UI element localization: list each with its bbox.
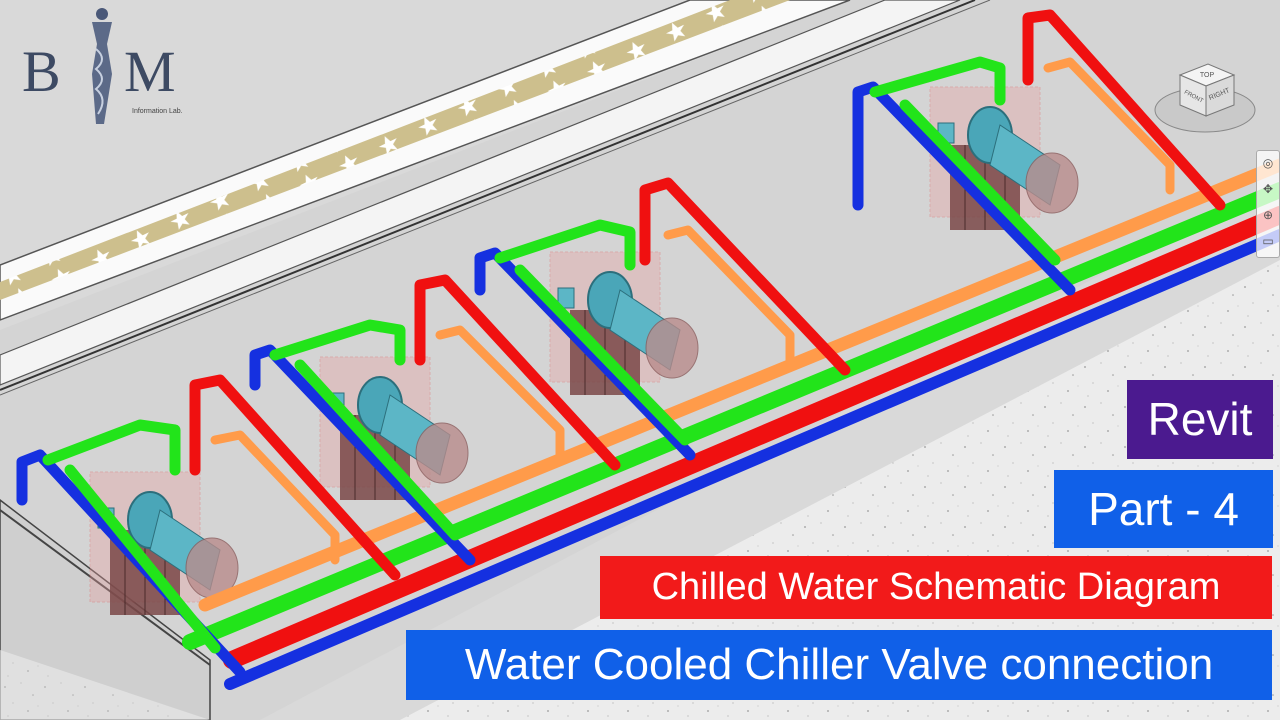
title-water-cooled: Water Cooled Chiller Valve connection (406, 630, 1272, 700)
logo-letter-m: M (124, 39, 177, 104)
logo-figure-icon (92, 8, 112, 124)
bim-logo: B M Information Lab. (18, 4, 198, 124)
navigation-bar: ◎ ✥ ⊕ ▭ (1256, 150, 1280, 258)
red-main-pipe (223, 206, 1280, 669)
viewcube-icon[interactable]: TOP FRONT RIGHT (1150, 50, 1260, 140)
orange-main-pipe (198, 158, 1280, 612)
green-main-pipe (182, 182, 1280, 650)
orbit-icon[interactable]: ▭ (1262, 234, 1274, 248)
title-chilled-water: Chilled Water Schematic Diagram (600, 556, 1272, 619)
blue-main-pipe (224, 229, 1280, 690)
viewcube-top-label[interactable]: TOP (1200, 72, 1215, 79)
logo-letter-b: B (22, 39, 62, 104)
title-revit: Revit (1127, 380, 1273, 459)
pan-icon[interactable]: ✥ (1262, 182, 1274, 196)
logo-subtitle: Information Lab. (132, 108, 183, 115)
zoom-icon[interactable]: ⊕ (1262, 208, 1274, 222)
title-part: Part - 4 (1054, 470, 1273, 548)
steering-wheel-icon[interactable]: ◎ (1262, 156, 1274, 170)
